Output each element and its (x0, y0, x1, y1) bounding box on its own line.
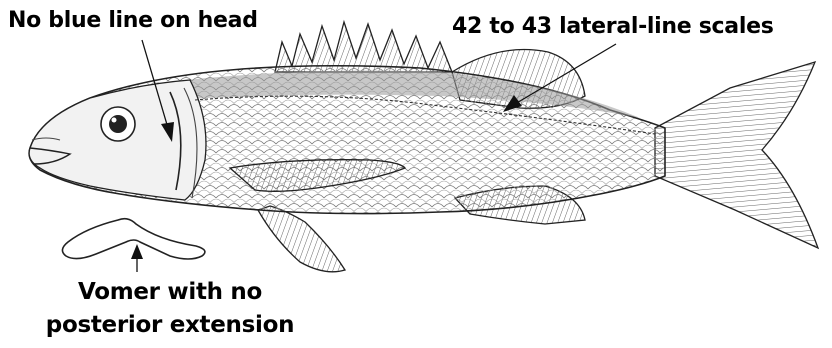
pelvic-fin (258, 206, 345, 272)
vomer-label-line1: Vomer with no (40, 276, 300, 309)
vomer-label: Vomer with no posterior extension (40, 276, 300, 342)
vomer-label-line2: posterior extension (40, 309, 300, 342)
head-label: No blue line on head (8, 10, 258, 32)
dorsal-fin-spiny (275, 22, 452, 72)
caudal-fin (655, 62, 818, 248)
arrow-vomer-label (131, 244, 143, 272)
scales-label: 42 to 43 lateral-line scales (452, 16, 774, 38)
